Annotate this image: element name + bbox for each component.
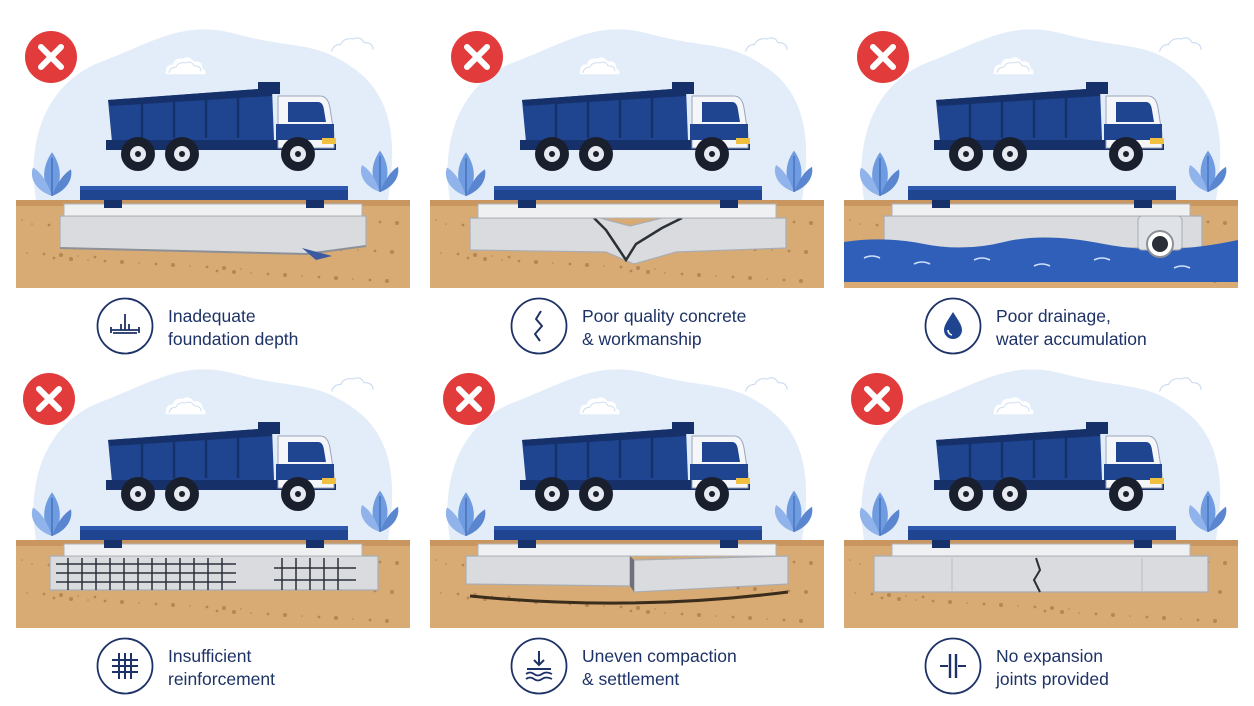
dump-truck xyxy=(934,82,1164,171)
caption-line: & workmanship xyxy=(582,329,702,349)
caption: Inadequate foundation depth xyxy=(16,296,410,360)
plant-shape xyxy=(859,152,900,196)
caption-text: Uneven compaction & settlement xyxy=(582,645,737,691)
caption: Insufficient reinforcement xyxy=(16,636,410,700)
dump-truck xyxy=(520,82,750,171)
plant-shape xyxy=(1188,490,1227,532)
caption: No expansion joints provided xyxy=(844,636,1238,700)
concrete-slab xyxy=(873,555,1209,593)
cloud-shape xyxy=(327,371,379,394)
foundation-depth-icon xyxy=(96,297,154,355)
plant-shape xyxy=(1188,150,1227,192)
weighbridge-platform xyxy=(80,526,348,548)
plant-shape xyxy=(859,492,900,536)
water-drop-icon xyxy=(924,297,982,355)
cloud-shape xyxy=(993,397,1034,415)
cloud-shape xyxy=(579,57,620,75)
settlement-arrow-icon xyxy=(510,637,568,695)
weighbridge-platform xyxy=(908,186,1176,208)
cloud-shape xyxy=(579,397,620,415)
plant-shape xyxy=(774,150,813,192)
caption-text: Insufficient reinforcement xyxy=(168,645,275,691)
cloud-shape xyxy=(741,31,793,54)
panel-concrete-quality: Poor quality concrete & workmanship xyxy=(430,20,824,360)
caption-line: joints provided xyxy=(996,669,1109,689)
dump-truck xyxy=(934,422,1164,511)
crack-line-icon xyxy=(510,297,568,355)
scene-illustration xyxy=(16,29,410,288)
caption-text: Poor drainage, water accumulation xyxy=(996,305,1147,351)
error-x-icon xyxy=(451,31,503,83)
caption-line: Insufficient xyxy=(168,646,252,666)
weighbridge-platform xyxy=(494,186,762,208)
panel-compaction: Uneven compaction & settlement xyxy=(430,360,824,700)
plant-shape xyxy=(445,492,486,536)
plant-shape xyxy=(31,492,72,536)
panel-foundation-depth: Inadequate foundation depth xyxy=(16,20,410,360)
panel-reinforcement: Insufficient reinforcement xyxy=(16,360,410,700)
caption-line: Uneven compaction xyxy=(582,646,737,666)
dump-truck xyxy=(520,422,750,511)
caption-line: & settlement xyxy=(582,669,680,689)
concrete-slab xyxy=(469,217,787,265)
scene-illustration xyxy=(844,29,1238,288)
caption: Poor quality concrete & workmanship xyxy=(430,296,824,360)
panel-expansion-joints: No expansion joints provided xyxy=(844,360,1238,700)
caption-line: Poor drainage, xyxy=(996,306,1111,326)
drain-pipe xyxy=(1137,215,1183,258)
caption-line: foundation depth xyxy=(168,329,299,349)
scene-illustration xyxy=(430,369,824,628)
error-x-icon xyxy=(851,373,903,425)
cloud-shape xyxy=(741,371,793,394)
error-x-icon xyxy=(23,373,75,425)
plant-shape xyxy=(774,490,813,532)
rebar-grid-icon xyxy=(96,637,154,695)
cloud-shape xyxy=(165,397,206,415)
cloud-shape xyxy=(1155,31,1207,54)
caption: Uneven compaction & settlement xyxy=(430,636,824,700)
caption-text: No expansion joints provided xyxy=(996,645,1109,691)
plant-shape xyxy=(445,152,486,196)
caption-line: Inadequate xyxy=(168,306,256,326)
caption-line: reinforcement xyxy=(168,669,275,689)
cloud-shape xyxy=(327,31,379,54)
caption-line: No expansion xyxy=(996,646,1104,666)
rebar-lines xyxy=(56,558,356,590)
cloud-shape xyxy=(165,57,206,75)
plant-shape xyxy=(31,152,72,196)
scene-illustration xyxy=(16,369,410,628)
dump-truck xyxy=(106,82,336,171)
caption-line: water accumulation xyxy=(996,329,1147,349)
dump-truck xyxy=(106,422,336,511)
error-x-icon xyxy=(857,31,909,83)
caption-line: Poor quality concrete xyxy=(582,306,747,326)
weighbridge-platform xyxy=(908,526,1176,548)
scene-illustration xyxy=(844,369,1238,628)
plant-shape xyxy=(360,150,399,192)
scene-illustration xyxy=(430,29,824,288)
error-x-icon xyxy=(25,31,77,83)
weighbridge-platform xyxy=(80,186,348,208)
plant-shape xyxy=(360,490,399,532)
panel-drainage: Poor drainage, water accumulation xyxy=(844,20,1238,360)
concrete-slab xyxy=(465,555,631,587)
weighbridge-platform xyxy=(494,526,762,548)
cloud-shape xyxy=(1155,371,1207,394)
expansion-joint-icon xyxy=(924,637,982,695)
error-x-icon xyxy=(443,373,495,425)
caption-text: Inadequate foundation depth xyxy=(168,305,298,351)
cloud-shape xyxy=(993,57,1034,75)
caption: Poor drainage, water accumulation xyxy=(844,296,1238,360)
caption-text: Poor quality concrete & workmanship xyxy=(582,305,746,351)
